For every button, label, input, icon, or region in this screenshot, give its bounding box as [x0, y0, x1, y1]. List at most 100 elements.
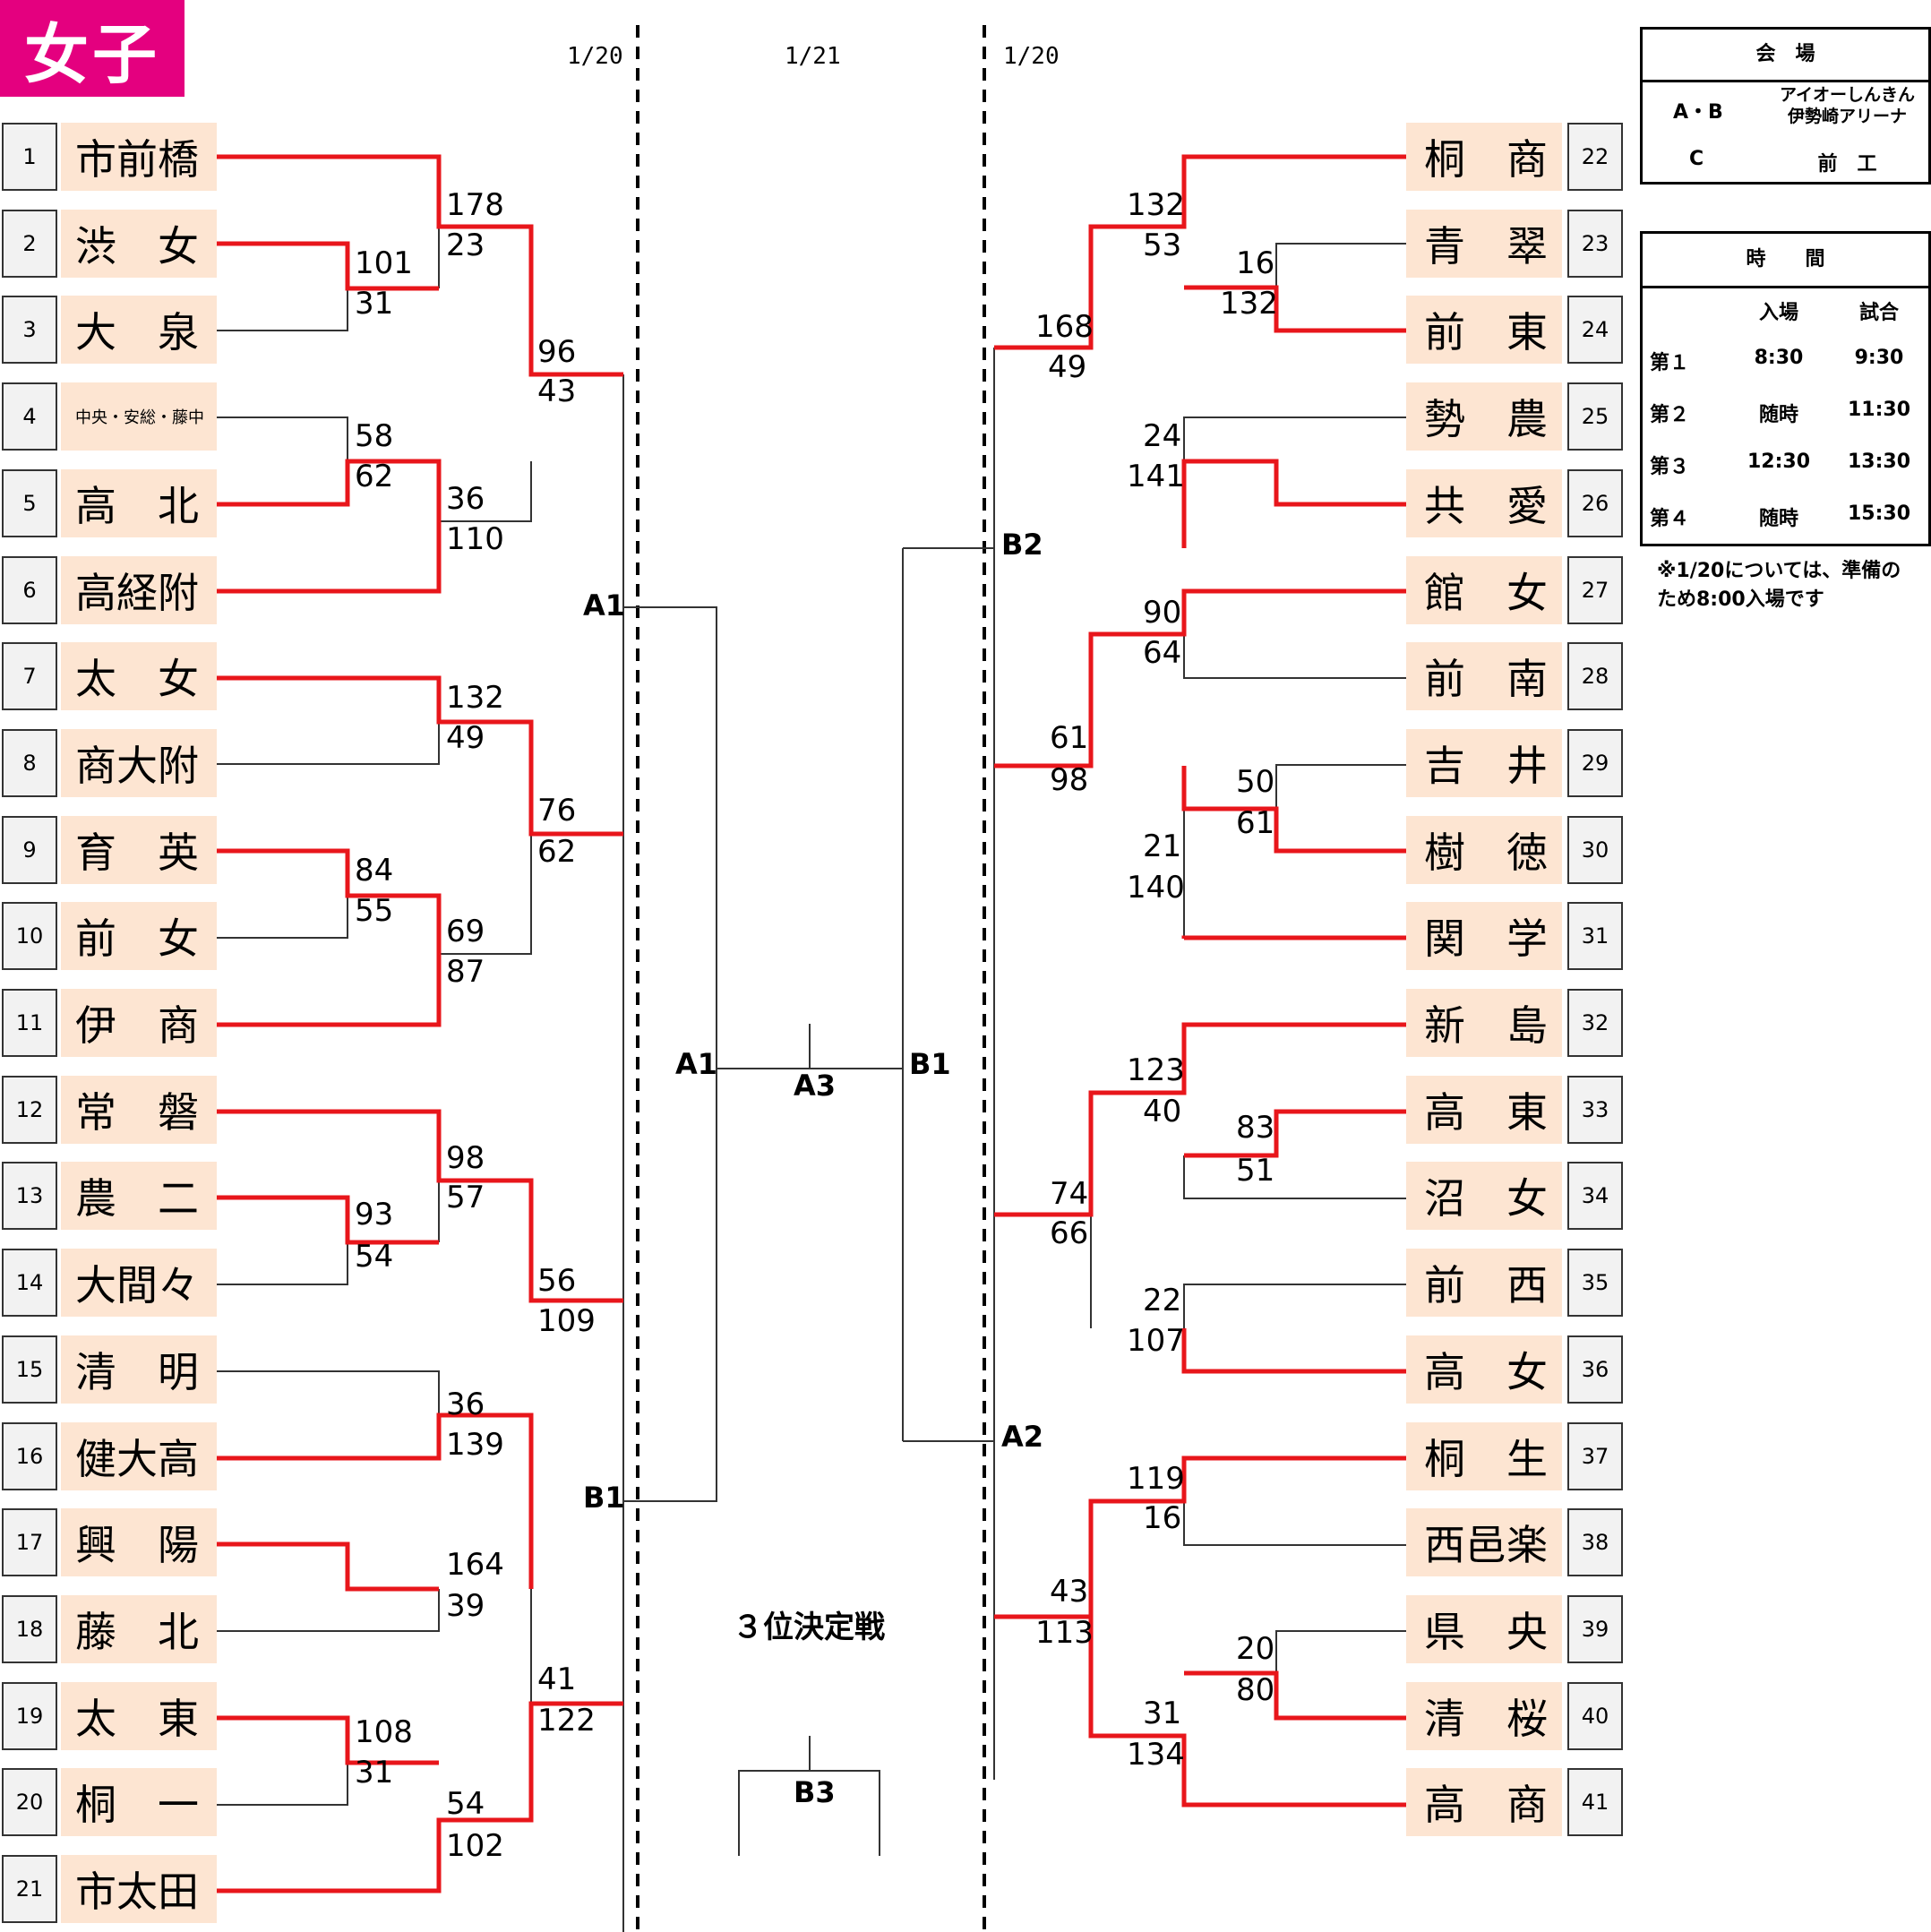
team-name-cell: 高 女	[1406, 1335, 1562, 1404]
winner-line	[217, 1715, 439, 1765]
score-value: 69	[446, 914, 485, 949]
score-value: 66	[1050, 1215, 1089, 1251]
team-name-cell: 渋 女	[61, 209, 217, 278]
team-number: 22	[1567, 123, 1623, 191]
team-name-cell: 育 英	[61, 815, 217, 884]
team-number: 30	[1567, 815, 1623, 884]
score-value: 31	[355, 286, 394, 322]
team-name: 太 東	[75, 1694, 199, 1743]
score-value: 96	[537, 334, 577, 370]
bracket-line	[1183, 1501, 1406, 1546]
team-number: 39	[1567, 1594, 1623, 1663]
team-number: 17	[2, 1508, 57, 1577]
winner-line	[994, 154, 1406, 350]
team-name: 沼 女	[1424, 1174, 1548, 1224]
team-name-cell: 高 北	[61, 468, 217, 537]
score-value: 110	[446, 521, 504, 557]
team-number: 7	[2, 642, 57, 711]
score-value: 36	[446, 481, 485, 517]
team-name: 大間々	[75, 1261, 199, 1310]
bracket-line	[1183, 1284, 1406, 1328]
score-value: 53	[1143, 228, 1182, 263]
score-value: 31	[355, 1755, 394, 1790]
team-number: 6	[2, 555, 57, 624]
score-value: 49	[1048, 349, 1087, 385]
team-number: 40	[1567, 1681, 1623, 1750]
team-name: 高経附	[75, 568, 199, 617]
bracket-line	[1183, 1155, 1406, 1199]
team-name: 前 女	[75, 914, 199, 964]
score-value: 132	[1127, 187, 1185, 223]
team-name-cell: 農 二	[61, 1162, 217, 1231]
team-number: 12	[2, 1075, 57, 1144]
score-value: 84	[355, 853, 394, 889]
bracket-line	[217, 1589, 440, 1632]
team-number: 19	[2, 1681, 57, 1750]
winner-line	[217, 241, 439, 291]
score-value: 132	[446, 680, 504, 716]
venue-table: 会 場 A・B アイオーしんきん 伊勢崎アリーナ C 前 工	[1640, 27, 1931, 185]
winner-line	[217, 459, 442, 521]
team-number: 2	[2, 209, 57, 278]
score-value: 109	[537, 1303, 596, 1339]
winner-line	[217, 848, 442, 954]
team-name-cell: 関 学	[1406, 902, 1562, 971]
team-number: 28	[1567, 642, 1623, 711]
team-name: 勢 農	[1424, 395, 1548, 444]
bracket-line	[1275, 764, 1406, 809]
team-number: 32	[1567, 989, 1623, 1057]
team-name: 関 学	[1424, 914, 1548, 964]
team-name-cell: 樹 徳	[1406, 815, 1562, 884]
team-name-cell: 桐 一	[61, 1768, 217, 1837]
schedule-match-time: 9:30	[1854, 347, 1904, 369]
team-name-cell: 県 央	[1406, 1594, 1562, 1663]
team-name: 藤 北	[75, 1607, 199, 1656]
bracket-line	[217, 722, 440, 765]
bracket-line	[1183, 634, 1406, 679]
team-name-cell: 桐 商	[1406, 123, 1562, 191]
score-value: 80	[1236, 1672, 1275, 1708]
score-value: 22	[1143, 1283, 1182, 1318]
winner-line	[1184, 1109, 1406, 1158]
bracket-line	[1183, 416, 1406, 461]
team-name-cell: 常 磐	[61, 1075, 217, 1144]
score-value: 39	[446, 1588, 485, 1624]
winner-line	[217, 1195, 439, 1245]
team-name-cell: 中央・安総・藤中	[61, 382, 217, 451]
team-name-cell: 健大高	[61, 1421, 217, 1490]
team-name: 高 女	[1424, 1347, 1548, 1396]
score-value: 62	[537, 834, 577, 870]
winner-line	[994, 1022, 1406, 1217]
team-number: 16	[2, 1421, 57, 1490]
score-value: 98	[446, 1140, 485, 1176]
team-number: 29	[1567, 728, 1623, 797]
schedule-entry-time: 随時	[1758, 404, 1798, 426]
team-number: 8	[2, 728, 57, 797]
schedule-title: 時 間	[1643, 234, 1928, 288]
score-value: 50	[1236, 764, 1275, 800]
team-name-cell: 新 島	[1406, 989, 1562, 1057]
score-value: 74	[1050, 1176, 1089, 1212]
team-number: 25	[1567, 382, 1623, 451]
bracket-line	[439, 461, 532, 522]
schedule-col-match: 試合	[1858, 302, 1899, 324]
score-value: 20	[1236, 1631, 1275, 1667]
score-value: 40	[1143, 1094, 1182, 1129]
score-value: 132	[1220, 286, 1278, 322]
date-right: 1/20	[1003, 43, 1060, 70]
bracket-line	[1275, 243, 1406, 288]
score-value: 93	[355, 1197, 394, 1232]
score-value: 90	[1143, 595, 1182, 631]
score-value: 108	[355, 1714, 413, 1750]
team-name: 共 愛	[1424, 481, 1548, 530]
score-value: 61	[1236, 805, 1275, 841]
schedule-row-label: 第１	[1650, 352, 1690, 374]
team-name-cell: 青 翠	[1406, 209, 1562, 278]
team-number: 1	[2, 123, 57, 191]
score-value: 55	[355, 893, 394, 929]
team-number: 21	[2, 1855, 57, 1923]
score-value: 87	[446, 954, 485, 990]
score-value: 119	[1127, 1461, 1185, 1497]
